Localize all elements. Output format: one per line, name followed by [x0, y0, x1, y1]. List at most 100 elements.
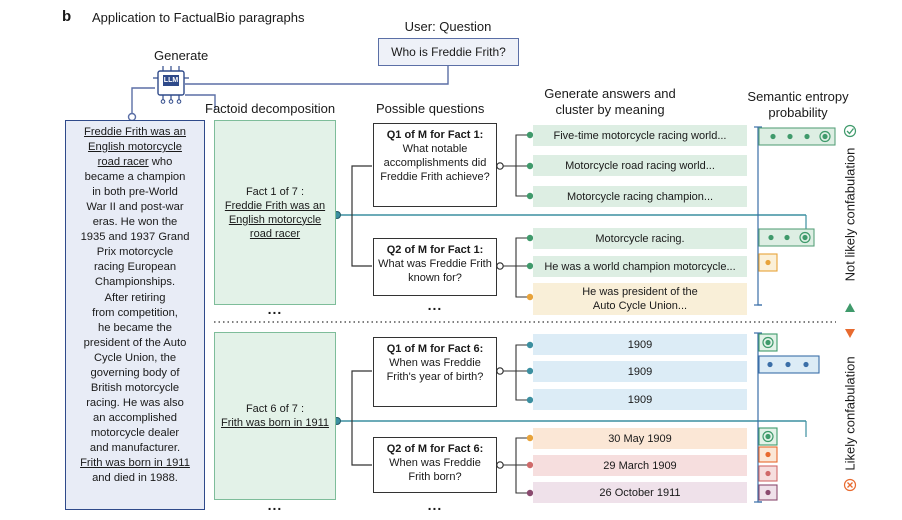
cross-stroke — [847, 482, 853, 488]
llm-chip-text: LLM — [163, 77, 179, 84]
wire-user-to-llm — [185, 66, 449, 85]
fact-6-title: Fact 6 of 7 : — [245, 403, 305, 415]
question-heading: Q2 of M for Fact 6: — [386, 443, 484, 455]
fact-6-text: Frith was born in 1911 — [220, 417, 330, 429]
answer-node — [526, 489, 534, 497]
wire-fact1-q1 — [351, 165, 372, 215]
para-line: governing body of — [90, 366, 180, 379]
cluster-dot — [767, 361, 773, 368]
llm-chip-icon — [153, 66, 189, 104]
answer-a11: 29 March 1909 — [533, 455, 747, 476]
fact-ellipsis: ... — [267, 301, 283, 317]
cluster-dot — [765, 451, 771, 458]
para-line: 1935 and 1937 Grand — [80, 231, 190, 244]
para-line: from competition, — [92, 306, 178, 319]
q-out-node — [496, 262, 504, 270]
para-line: became a champion — [84, 171, 186, 184]
answer-node — [526, 262, 534, 270]
generate-label: Generate — [154, 48, 209, 63]
question-heading: Q1 of M for Fact 6: — [386, 343, 484, 355]
cluster-dot — [785, 361, 791, 368]
answer-a10: 30 May 1909 — [533, 428, 747, 449]
wire-q2f6-a10 — [503, 437, 528, 466]
likely-confabulation-label: Likely confabulation — [842, 356, 858, 471]
question-q2-fact6: Q2 of M for Fact 6: When was Freddie Fri… — [373, 437, 497, 493]
para-line: in both pre-World — [92, 186, 178, 199]
question-heading: Q2 of M for Fact 1: — [386, 244, 484, 256]
answer-node — [526, 234, 534, 242]
entropy-header-line2: probability — [768, 105, 828, 120]
q-out-node — [496, 367, 504, 375]
para-line: president of the Auto — [83, 336, 187, 349]
factoid-header: Factoid decomposition — [205, 101, 336, 116]
cluster-dot — [768, 234, 774, 241]
cluster-dot — [765, 259, 771, 266]
question-q1-fact1: Q1 of M for Fact 1: What notable accompl… — [373, 123, 497, 207]
cluster-dot — [765, 470, 771, 477]
answer-a3: Motorcycle racing champion... — [533, 186, 747, 207]
question-q2-fact1: Q2 of M for Fact 1: What was Freddie Fri… — [373, 238, 497, 296]
cluster-dot-ring — [799, 231, 811, 244]
questions-header: Possible questions — [376, 101, 485, 116]
cluster-dot — [803, 361, 809, 368]
para-line: Frith was born in 1911 — [80, 457, 190, 470]
cluster-dot-ring — [762, 336, 774, 349]
wire-q2f6-a12 — [515, 465, 528, 494]
answer-node — [526, 162, 534, 170]
answer-a6: He was president of the Auto Cycle Union… — [533, 283, 747, 315]
answer-a6-line2: Auto Cycle Union... — [592, 300, 688, 312]
panel-letter: b — [62, 8, 72, 25]
arrow-up-icon — [845, 303, 855, 312]
answer-node — [526, 434, 534, 442]
answers-header-line1: Generate answers and — [544, 86, 676, 101]
wire-q2f1-a4 — [503, 237, 528, 267]
wire-q1f1-a3 — [515, 166, 528, 197]
question-ellipsis: ... — [427, 297, 443, 313]
answer-a6-line1: He was president of the — [582, 286, 698, 298]
source-paragraph: Freddie Frith was an English motorcycle … — [65, 120, 205, 510]
wire-q1f6-a7 — [503, 344, 528, 372]
para-line: who — [148, 156, 173, 169]
fact-ellipsis: ... — [267, 497, 283, 513]
cluster-dot — [787, 133, 793, 140]
check-circle-icon — [843, 124, 857, 138]
answer-a12: 26 October 1911 — [533, 482, 747, 503]
para-line: Cycle Union, the — [93, 351, 177, 364]
question-ellipsis: ... — [427, 497, 443, 513]
cluster-dot — [770, 133, 776, 140]
fact-1-text: Freddie Frith was an English motorcycle … — [224, 199, 326, 240]
user-question-label: User: Question — [404, 19, 492, 34]
answer-node — [526, 396, 534, 404]
answer-node — [526, 131, 534, 139]
question-text: When was Freddie Frith's year of birth? — [386, 357, 484, 383]
para-line: racing. He was also — [86, 396, 184, 409]
para-line: motorcycle dealer — [90, 426, 180, 439]
answer-a5: He was a world champion motorcycle... — [533, 256, 747, 277]
wire-q2f1-a6 — [515, 266, 528, 298]
entropy-header-line1: Semantic entropy — [747, 89, 849, 104]
answer-a4: Motorcycle racing. — [533, 228, 747, 249]
para-line: and manufacturer. — [89, 441, 181, 454]
para-line: Freddie Frith was an — [84, 126, 186, 138]
para-line: he became the — [97, 321, 172, 334]
cluster-dot — [822, 133, 828, 140]
para-line: Championships. — [94, 276, 176, 289]
cluster-dot — [765, 339, 771, 346]
wire-fact6-q1 — [351, 370, 372, 421]
question-text: When was Freddie Frith born? — [389, 457, 481, 483]
answer-a1: Five-time motorcycle racing world... — [533, 125, 747, 146]
not-likely-confabulation-label: Not likely confabulation — [842, 147, 858, 282]
answer-a2: Motorcycle road racing world... — [533, 155, 747, 176]
wire-fact1-q2 — [351, 215, 372, 267]
cluster-dot — [802, 234, 808, 241]
question-text: What was Freddie Frith known for? — [378, 258, 492, 284]
para-line: road racer — [97, 156, 149, 169]
answer-node — [526, 367, 534, 375]
entropy-bracket-fact1 — [757, 127, 762, 306]
answer-node — [526, 293, 534, 301]
para-line: British motorcycle — [90, 381, 180, 394]
answers-header-line2: cluster by meaning — [555, 102, 665, 117]
answer-a8: 1909 — [533, 361, 747, 382]
cluster-dot — [804, 133, 810, 140]
